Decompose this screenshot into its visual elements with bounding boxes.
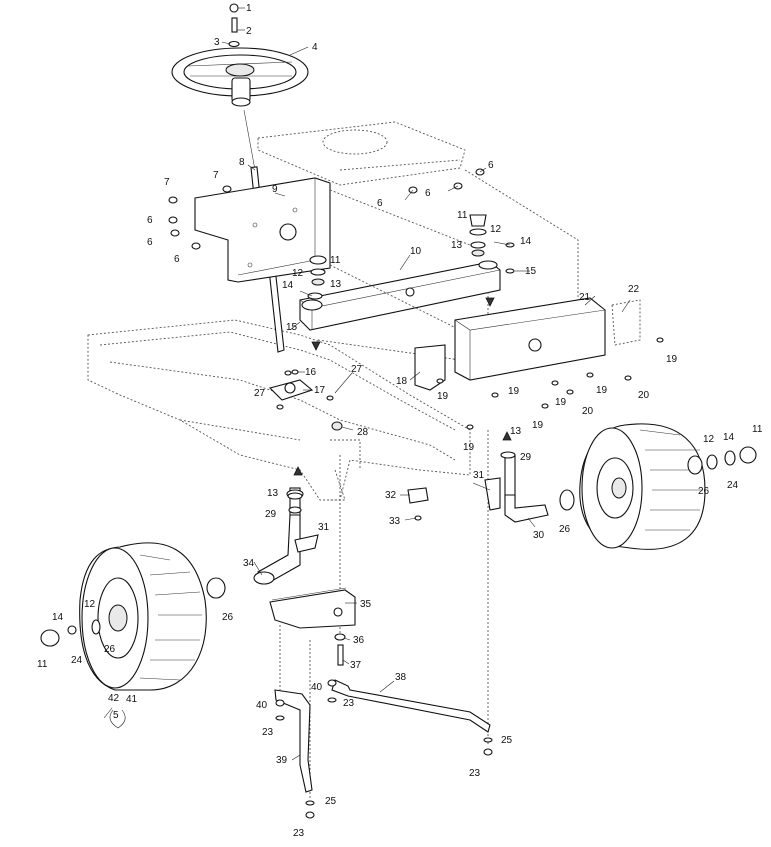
right-spindle <box>484 454 549 523</box>
callout-7b: 7 <box>213 170 219 181</box>
callout-13d: 13 <box>267 488 279 499</box>
callout-12c: 12 <box>703 434 715 445</box>
callout-41: 41 <box>126 694 138 705</box>
callout-19d: 19 <box>596 385 608 396</box>
callout-34: 34 <box>243 558 255 569</box>
callout-22: 22 <box>628 284 640 295</box>
callout-11c: 11 <box>752 424 763 435</box>
callout-13a: 13 <box>451 240 463 251</box>
drag-links <box>274 679 491 793</box>
callout-27b: 27 <box>254 388 266 399</box>
axle-pivot-bar <box>299 260 501 331</box>
callout-19f: 19 <box>532 420 544 431</box>
callout-24b: 24 <box>71 655 83 666</box>
callout-19g: 19 <box>463 442 475 453</box>
callout-26b: 26 <box>559 524 571 535</box>
callout-21: 21 <box>579 292 591 303</box>
callout-27a: 27 <box>351 364 363 375</box>
callout-17: 17 <box>314 385 326 396</box>
callout-10: 10 <box>410 246 422 257</box>
callout-23a: 23 <box>262 727 274 738</box>
hardware-fasteners <box>168 168 664 819</box>
callout-23d: 23 <box>293 828 305 839</box>
callout-labels: 1 2 3 4 5 6 6 6 6 6 6 7 7 8 9 10 11 11 1… <box>37 3 763 839</box>
callout-3: 3 <box>214 37 220 48</box>
callout-6d: 6 <box>147 215 153 226</box>
callout-11d: 11 <box>37 659 48 670</box>
callout-14d: 14 <box>52 612 64 623</box>
callout-25a: 25 <box>501 735 513 746</box>
callout-15b: 15 <box>286 322 298 333</box>
callout-31b: 31 <box>318 522 330 533</box>
dash-bracket <box>194 177 331 283</box>
callout-19b: 19 <box>437 391 449 402</box>
callout-40b: 40 <box>256 700 268 711</box>
callout-24a: 24 <box>727 480 739 491</box>
callout-12a: 12 <box>490 224 502 235</box>
callout-29b: 29 <box>265 509 277 520</box>
callout-6f: 6 <box>174 254 180 265</box>
right-wheel <box>559 423 757 550</box>
callout-32: 32 <box>385 490 397 501</box>
callout-9: 9 <box>272 184 278 195</box>
callout-20b: 20 <box>582 406 594 417</box>
callout-42: 42 <box>108 693 120 704</box>
callout-38: 38 <box>395 672 407 683</box>
front-axle <box>414 297 641 391</box>
callout-19c: 19 <box>508 386 520 397</box>
callout-23b: 23 <box>343 698 355 709</box>
left-spindle <box>253 487 319 585</box>
callout-12b: 12 <box>292 268 304 279</box>
callout-13b: 13 <box>330 279 342 290</box>
left-wheel <box>40 542 226 691</box>
sector-gear <box>269 587 356 629</box>
callout-23c: 23 <box>469 768 481 779</box>
callout-36: 36 <box>353 635 365 646</box>
callout-20a: 20 <box>638 390 650 401</box>
callout-19e: 19 <box>555 397 567 408</box>
callout-1: 1 <box>246 3 252 14</box>
callout-11a: 11 <box>457 210 468 221</box>
callout-18: 18 <box>396 376 408 387</box>
callout-12d: 12 <box>84 599 96 610</box>
callout-40a: 40 <box>311 682 323 693</box>
callout-35: 35 <box>360 599 372 610</box>
callout-33: 33 <box>389 516 401 527</box>
callout-7a: 7 <box>164 177 170 188</box>
callout-26d: 26 <box>104 644 116 655</box>
seat-plate-outline <box>257 121 466 186</box>
callout-30: 30 <box>533 530 545 541</box>
callout-14b: 14 <box>282 280 294 291</box>
callout-37: 37 <box>350 660 362 671</box>
callout-4: 4 <box>312 42 318 53</box>
callout-13c: 13 <box>510 426 522 437</box>
callout-2: 2 <box>246 26 252 37</box>
callout-6c: 6 <box>425 188 431 199</box>
chassis-frame-outline <box>87 319 471 501</box>
callout-16: 16 <box>305 367 317 378</box>
callout-26a: 26 <box>698 486 710 497</box>
callout-8: 8 <box>239 157 245 168</box>
callout-14c: 14 <box>723 432 735 443</box>
callout-31a: 31 <box>473 470 485 481</box>
steering-wheel <box>171 3 309 107</box>
callout-14a: 14 <box>520 236 532 247</box>
callout-11b: 11 <box>330 255 341 266</box>
callout-6e: 6 <box>147 237 153 248</box>
callout-25b: 25 <box>325 796 337 807</box>
callout-19a: 19 <box>666 354 678 365</box>
callout-5: 5 <box>113 710 119 721</box>
leader-lines <box>103 7 631 761</box>
callout-6a: 6 <box>488 160 494 171</box>
callout-28: 28 <box>357 427 369 438</box>
callout-6b: 6 <box>377 198 383 209</box>
callout-39: 39 <box>276 755 288 766</box>
callout-29a: 29 <box>520 452 532 463</box>
callout-26c: 26 <box>222 612 234 623</box>
callout-15a: 15 <box>525 266 537 277</box>
